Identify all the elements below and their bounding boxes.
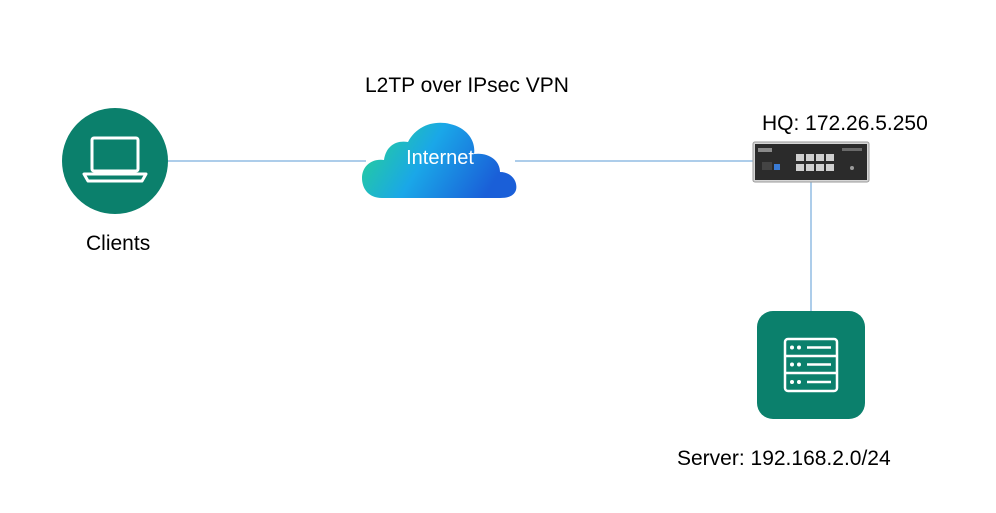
- internet-label: Internet: [406, 147, 474, 169]
- hq-label: HQ: 172.26.5.250: [762, 112, 928, 135]
- server-node: [757, 311, 865, 419]
- laptop-icon: [62, 108, 168, 214]
- cloud-icon: [362, 122, 517, 198]
- hq-node: [752, 140, 870, 184]
- clients-node: [62, 108, 168, 214]
- internet-node: Internet: [360, 118, 520, 204]
- server-rack-icon: [757, 311, 865, 419]
- clients-label: Clients: [86, 232, 151, 255]
- server-label: Server: 192.168.2.0/24: [677, 447, 891, 470]
- router-device-icon: [752, 141, 870, 183]
- diagram-title: L2TP over IPsec VPN: [365, 74, 569, 97]
